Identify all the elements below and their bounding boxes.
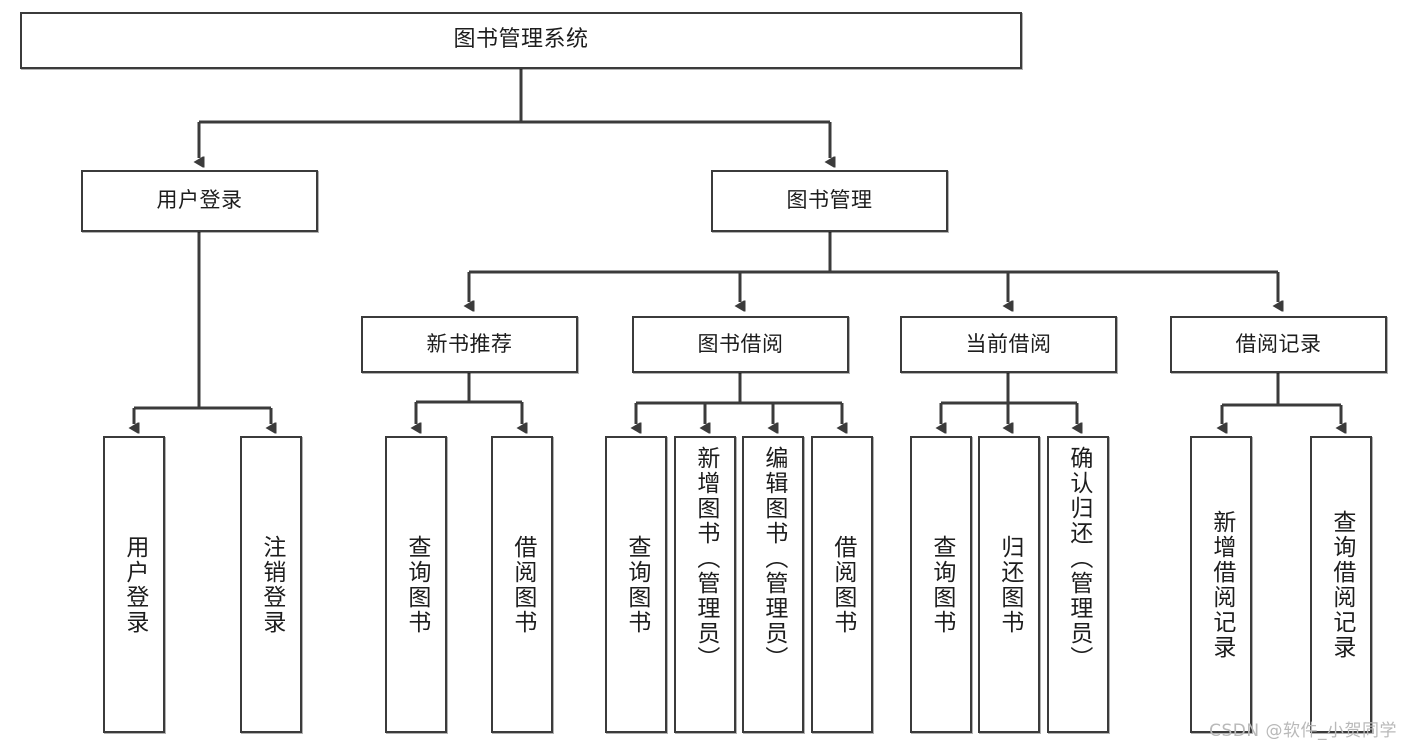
node-leaf-query-record[interactable]: 查询借阅记录: [1310, 436, 1372, 733]
node-book-borrow[interactable]: 图书借阅: [632, 316, 849, 373]
node-current-borrow-label: 当前借阅: [965, 331, 1052, 356]
node-leaf-query-book-2[interactable]: 查询图书: [605, 436, 667, 733]
node-borrow-record[interactable]: 借阅记录: [1170, 316, 1387, 373]
node-leaf-borrow-book-1-label: 借阅图书: [509, 534, 536, 635]
node-leaf-query-book-3-label: 查询图书: [928, 534, 955, 635]
node-book-manage-label: 图书管理: [786, 188, 873, 213]
csdn-watermark: CSDN @软件_小贺同学: [1209, 721, 1397, 741]
node-new-book-recommend-label: 新书推荐: [426, 331, 513, 356]
node-leaf-borrow-book-2[interactable]: 借阅图书: [811, 436, 873, 733]
node-leaf-add-record[interactable]: 新增借阅记录: [1190, 436, 1252, 733]
node-leaf-add-book[interactable]: 新增图书（管理员）: [674, 436, 736, 733]
node-leaf-query-book-3[interactable]: 查询图书: [910, 436, 972, 733]
node-user-login-label: 用户登录: [156, 188, 243, 213]
node-user-login[interactable]: 用户登录: [81, 170, 318, 232]
node-leaf-borrow-book-1[interactable]: 借阅图书: [491, 436, 553, 733]
node-leaf-user-logout[interactable]: 注销登录: [240, 436, 302, 733]
node-current-borrow[interactable]: 当前借阅: [900, 316, 1117, 373]
node-leaf-add-record-label: 新增借阅记录: [1208, 509, 1235, 660]
node-leaf-return-book[interactable]: 归还图书: [978, 436, 1040, 733]
node-leaf-user-login-label: 用户登录: [121, 534, 148, 635]
node-leaf-edit-book[interactable]: 编辑图书（管理员）: [742, 436, 804, 733]
node-leaf-query-book-1[interactable]: 查询图书: [385, 436, 447, 733]
node-book-borrow-label: 图书借阅: [697, 331, 784, 356]
node-leaf-query-record-label: 查询借阅记录: [1328, 509, 1355, 660]
node-root-label: 图书管理系统: [453, 27, 589, 53]
node-leaf-query-book-2-label: 查询图书: [623, 534, 650, 635]
node-leaf-user-login[interactable]: 用户登录: [103, 436, 165, 733]
node-leaf-borrow-book-2-label: 借阅图书: [829, 534, 856, 635]
node-leaf-edit-book-label: 编辑图书（管理员）: [760, 446, 787, 671]
node-leaf-confirm-return-label: 确认归还（管理员）: [1065, 446, 1092, 671]
node-leaf-add-book-label: 新增图书（管理员）: [692, 446, 719, 671]
node-leaf-confirm-return[interactable]: 确认归还（管理员）: [1047, 436, 1109, 733]
node-new-book-recommend[interactable]: 新书推荐: [361, 316, 578, 373]
node-leaf-user-logout-label: 注销登录: [258, 534, 285, 635]
node-book-manage[interactable]: 图书管理: [711, 170, 948, 232]
node-leaf-return-book-label: 归还图书: [996, 534, 1023, 635]
node-borrow-record-label: 借阅记录: [1235, 331, 1322, 356]
node-root[interactable]: 图书管理系统: [20, 12, 1022, 69]
node-leaf-query-book-1-label: 查询图书: [403, 534, 430, 635]
